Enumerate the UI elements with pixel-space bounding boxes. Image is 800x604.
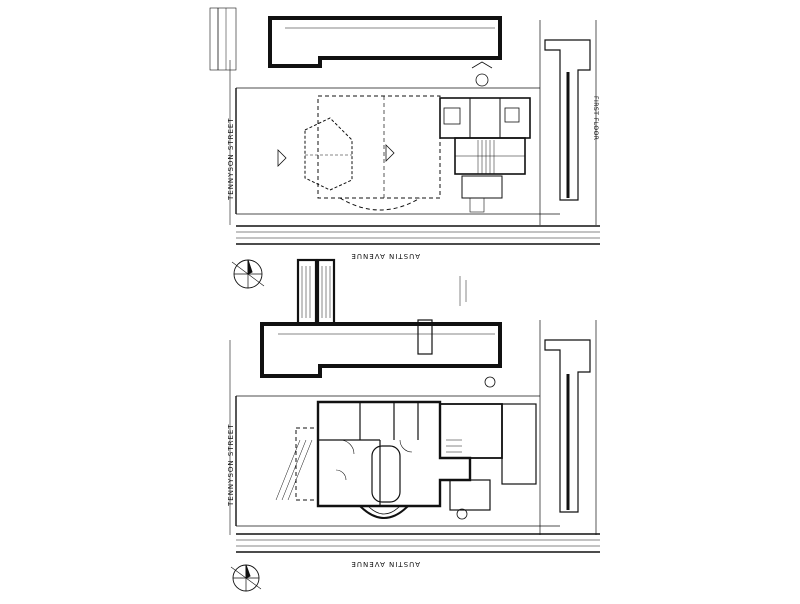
ground-floor-plan	[229, 319, 597, 535]
neighbour-building-right	[544, 39, 591, 201]
neighbour-building-top	[268, 16, 502, 68]
stair-hatching	[477, 140, 495, 174]
north-compass-top	[231, 259, 265, 289]
middle-annotation-band	[231, 258, 467, 326]
first-floor-label: FIRST FLOOR	[592, 96, 599, 140]
avenue-top-road	[236, 225, 600, 245]
roof-gable	[304, 117, 353, 191]
street-label-top: TENNYSON STREET	[227, 117, 235, 201]
rear-extension	[439, 403, 503, 459]
first-floor-rooms	[439, 97, 531, 139]
title-block-a	[296, 258, 318, 326]
street-label-bottom: TENNYSON STREET	[227, 423, 235, 507]
side-hatching	[275, 439, 313, 501]
verandah-outline	[295, 427, 319, 501]
neighbour-building-bottom	[260, 322, 502, 378]
bay-window	[359, 505, 409, 519]
first-floor-plan	[229, 16, 597, 225]
avenue-bottom-road	[236, 533, 600, 553]
avenue-label-bottom: AUSTIN AVENUE	[351, 560, 421, 568]
sheet-title-strip	[209, 7, 237, 71]
neighbour-building-right-bottom	[544, 339, 591, 513]
north-compass-bottom	[230, 564, 262, 592]
avenue-label-top: AUSTIN AVENUE	[351, 252, 421, 260]
roof-outline	[317, 95, 441, 199]
